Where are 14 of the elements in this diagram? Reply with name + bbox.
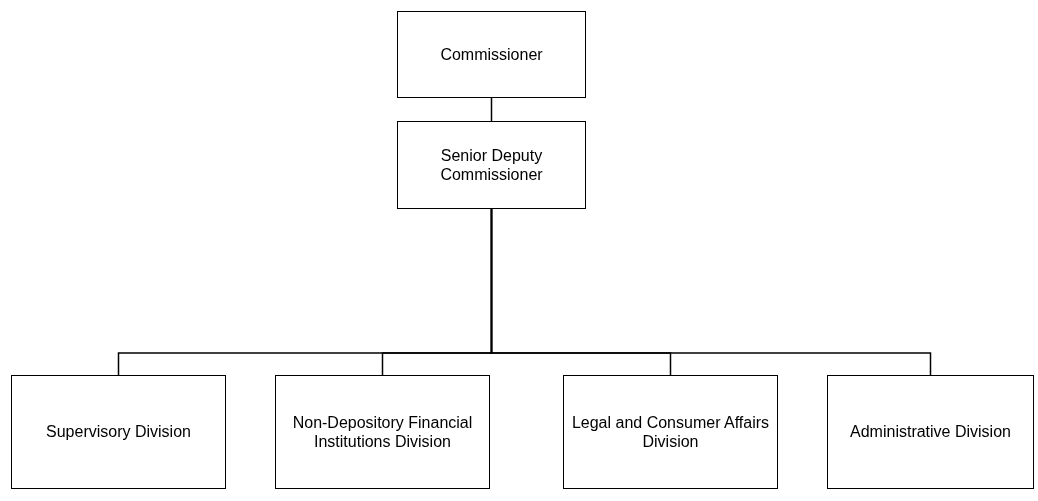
unit-name: Administrative Division — [850, 422, 1011, 442]
unit-name: Commissioner — [440, 44, 543, 65]
unit-name: Legal and Consumer Affairs Division — [570, 412, 771, 452]
org-unit-box — [397, 11, 586, 98]
org-unit-box — [275, 375, 490, 489]
org-unit-box — [827, 375, 1034, 489]
connector-line — [490, 208, 932, 376]
unit-name: Supervisory Division — [46, 422, 191, 442]
org-unit-box — [397, 121, 586, 209]
unit-name: Senior Deputy Commissioner — [439, 145, 544, 185]
org-unit-box — [563, 375, 778, 489]
org-unit-box — [11, 375, 226, 489]
unit-name: Non-Depository Financial Institutions Division — [291, 412, 474, 452]
connector-line — [490, 97, 493, 122]
